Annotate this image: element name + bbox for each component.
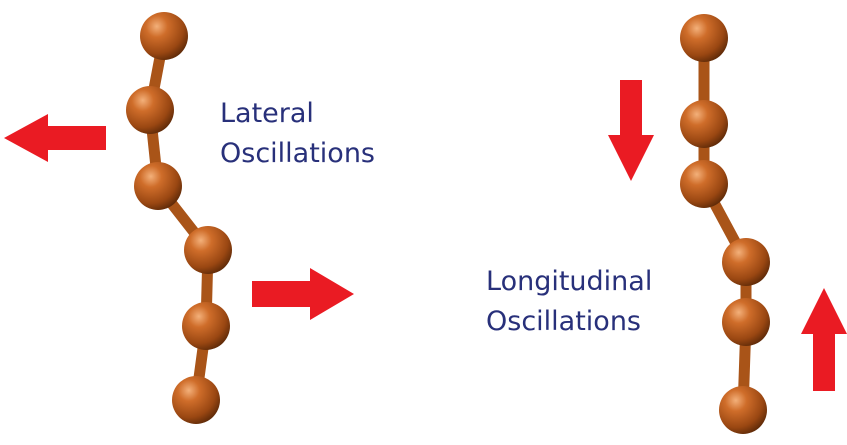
lateral-chain — [126, 12, 232, 424]
arrows — [4, 80, 847, 391]
lateral-label-line1: Lateral — [220, 98, 314, 129]
longitudinal-oscillations-label: Longitudinal Oscillations — [486, 262, 652, 342]
lateral-beads — [126, 12, 232, 424]
bead — [134, 162, 182, 210]
bead — [126, 86, 174, 134]
bead — [140, 12, 188, 60]
bead — [680, 14, 728, 62]
longitudinal-label-line2: Oscillations — [486, 306, 641, 337]
longitudinal-label-line1: Longitudinal — [486, 266, 653, 297]
lateral-oscillations-label: Lateral Oscillations — [220, 94, 375, 174]
arrow-down-icon — [608, 80, 654, 181]
lateral-label-line2: Oscillations — [220, 138, 375, 169]
longitudinal-bonds — [698, 32, 752, 416]
bead — [680, 160, 728, 208]
arrow-right-icon — [252, 268, 354, 320]
arrow-left-icon — [4, 114, 106, 162]
bead — [680, 100, 728, 148]
arrow-up-icon — [801, 288, 847, 391]
longitudinal-chain — [680, 14, 770, 434]
bead — [184, 226, 232, 274]
bead — [719, 386, 767, 434]
bead — [182, 302, 230, 350]
bead — [722, 298, 770, 346]
bead — [722, 238, 770, 286]
bead — [172, 376, 220, 424]
longitudinal-beads — [680, 14, 770, 434]
